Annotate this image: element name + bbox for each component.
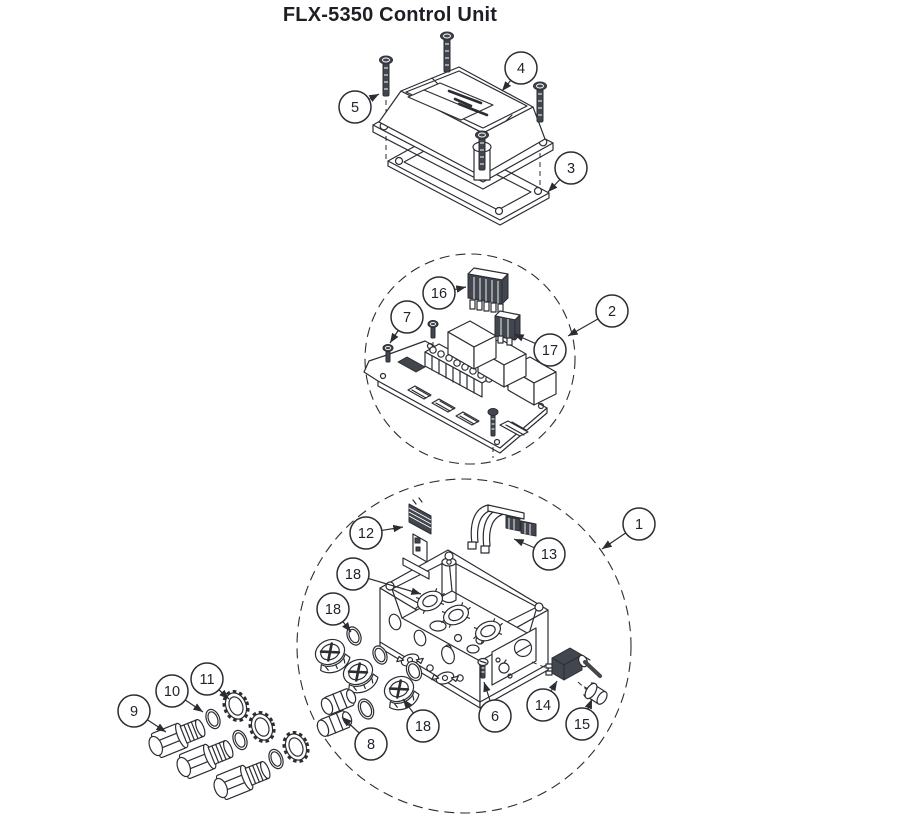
callout-5: 5	[338, 90, 380, 124]
callouts: 1 2 3 4 5	[117, 51, 656, 761]
callout-2: 2	[567, 294, 629, 337]
pcb-screw-3	[487, 408, 499, 437]
callout-12-label: 12	[358, 526, 374, 542]
locknut-3	[282, 730, 310, 764]
callout-10-label: 10	[164, 684, 180, 700]
o-ring-18-1	[346, 626, 362, 646]
sealing-cap-2	[342, 658, 379, 694]
cover-screw-front	[475, 130, 489, 171]
callout-11-label: 11	[199, 672, 214, 688]
bushing-nut-3	[473, 618, 503, 644]
callout-8: 8	[341, 716, 388, 761]
pcb-ic-footprints	[407, 385, 529, 437]
wing-tab-2	[431, 671, 459, 685]
cover-screw-right	[533, 81, 547, 123]
callout-9: 9	[117, 694, 167, 733]
callout-15-label: 15	[574, 717, 590, 733]
o-ring-18-4	[357, 698, 375, 720]
pcb-assembly	[363, 253, 576, 465]
clip-13	[467, 504, 537, 554]
callout-18a: 18	[336, 557, 422, 595]
callout-1: 1	[601, 507, 656, 550]
wall-openings	[388, 613, 464, 682]
callout-18a-label: 18	[345, 567, 361, 583]
diagram-title: FLX-5350 Control Unit	[282, 4, 498, 26]
cover-screw-top	[440, 31, 454, 73]
callout-15: 15	[565, 698, 599, 741]
detail-circle-1	[296, 478, 632, 814]
callout-17: 17	[513, 333, 567, 367]
sealing-cap-1	[314, 638, 351, 674]
pcb-terminal-block	[424, 343, 497, 398]
bracket-12	[402, 497, 432, 580]
callout-18c: 18	[402, 698, 440, 743]
callout-1-label: 1	[635, 517, 643, 533]
locknut-1	[222, 689, 250, 723]
toggle-switch-14	[531, 647, 602, 693]
callout-8-label: 8	[367, 737, 375, 753]
callout-11: 11	[190, 662, 230, 700]
gland-o-ring-1	[205, 708, 221, 730]
cable-gland-2	[176, 739, 234, 780]
callout-13: 13	[513, 537, 566, 571]
side-panel	[491, 627, 537, 686]
jumper-17	[494, 310, 521, 346]
callout-13-label: 13	[541, 547, 557, 563]
o-ring-18-2	[372, 645, 388, 665]
callout-18b-label: 18	[325, 602, 341, 618]
pcb-left-connector	[397, 356, 426, 373]
connector-16	[467, 267, 509, 314]
gland-o-ring-2	[232, 729, 248, 751]
callout-6-label: 6	[491, 709, 499, 725]
callout-10: 10	[155, 674, 204, 713]
callout-16: 16	[422, 276, 467, 310]
o-ring-18-3	[405, 660, 423, 682]
gland-o-ring-3	[268, 748, 284, 770]
callout-3: 3	[547, 151, 588, 193]
detail-circle-2	[364, 253, 576, 465]
callout-7-label: 7	[403, 310, 411, 326]
callout-4-label: 4	[517, 61, 525, 77]
bushing-nut-2	[441, 602, 471, 628]
callout-14: 14	[526, 680, 560, 722]
callout-18b: 18	[316, 592, 352, 633]
cover-gasket	[387, 133, 550, 226]
cable-gland-3	[213, 760, 271, 801]
callout-5-label: 5	[351, 100, 359, 116]
callout-17-label: 17	[542, 343, 558, 359]
dual-plug-8	[316, 688, 357, 737]
callout-3-label: 3	[567, 161, 575, 177]
pcb-screw-2	[427, 320, 439, 339]
callout-12: 12	[349, 516, 404, 550]
bushing-nut-1	[415, 588, 445, 614]
callout-9-label: 9	[130, 704, 138, 720]
callout-4: 4	[501, 51, 538, 92]
switch-boot-15	[583, 682, 608, 705]
callout-2-label: 2	[608, 304, 616, 320]
cover-assembly	[372, 31, 554, 226]
callout-16-label: 16	[431, 286, 447, 302]
cable-gland-1	[148, 718, 206, 759]
pcb-screw-7	[382, 344, 394, 363]
enclosure-assembly	[296, 478, 632, 814]
cover-screw-left	[379, 55, 393, 97]
callout-18c-label: 18	[415, 719, 431, 735]
callout-7: 7	[389, 300, 424, 344]
callout-14-label: 14	[535, 698, 551, 714]
locknut-2	[248, 710, 276, 744]
corner-screw-6	[477, 657, 489, 679]
callout-6: 6	[478, 681, 512, 733]
